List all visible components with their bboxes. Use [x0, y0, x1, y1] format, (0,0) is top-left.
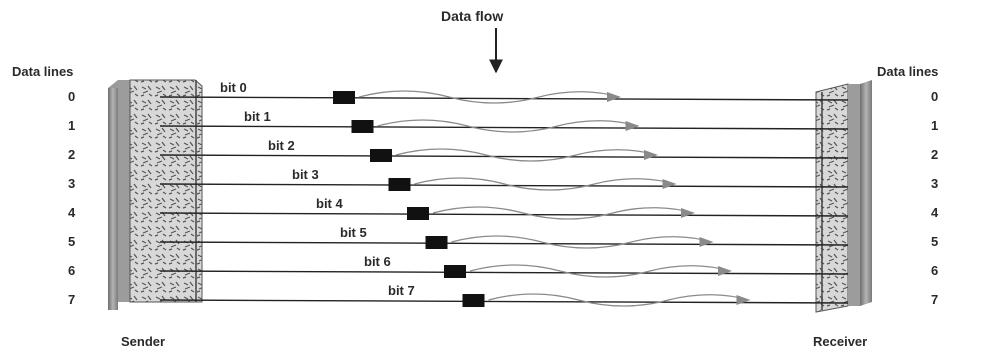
data-line	[159, 241, 849, 246]
flow-wave	[469, 264, 731, 278]
data-line	[159, 154, 849, 159]
right-line-number: 1	[931, 118, 939, 133]
flow-arrowhead	[699, 237, 714, 247]
left-line-number: 0	[68, 89, 76, 104]
receiver-plate	[815, 80, 872, 313]
left-line-number: 6	[68, 263, 76, 278]
flow-wave	[395, 148, 657, 162]
data-flow-title: Data flow	[441, 8, 504, 24]
flow-arrowhead	[625, 121, 640, 131]
bit-block	[333, 91, 355, 104]
left-line-number: 3	[68, 176, 76, 191]
bit-block	[444, 265, 466, 278]
left-data-lines-label: Data lines	[12, 64, 74, 79]
left-line-number: 7	[68, 292, 76, 307]
bit-block	[388, 178, 411, 191]
bit-label: bit 5	[340, 225, 367, 240]
flow-arrowhead	[662, 179, 677, 189]
data-line	[159, 299, 849, 304]
flow-arrowhead	[607, 92, 621, 102]
bit-block	[351, 120, 374, 133]
left-line-number: 4	[68, 205, 76, 220]
right-line-number: 6	[931, 263, 939, 278]
bit-label: bit 3	[292, 167, 319, 182]
data-line	[159, 270, 849, 275]
right-line-number: 0	[931, 89, 939, 104]
flow-wave	[377, 119, 638, 133]
data-line	[159, 96, 849, 101]
right-data-lines-label: Data lines	[877, 64, 939, 79]
right-line-number: 4	[931, 205, 939, 220]
right-line-number: 3	[931, 176, 939, 191]
sender-plate	[108, 79, 203, 310]
bit-label: bit 1	[244, 109, 271, 124]
sender-label: Sender	[121, 334, 166, 349]
flow-arrowhead	[718, 266, 732, 276]
data-line	[159, 183, 849, 188]
left-line-number: 2	[68, 147, 76, 162]
flow-wave	[358, 90, 620, 104]
bit-label: bit 0	[220, 80, 247, 95]
right-line-number: 2	[931, 147, 939, 162]
right-line-number: 7	[931, 292, 939, 307]
flow-arrowhead	[681, 208, 695, 218]
flow-wave	[414, 177, 675, 191]
flow-arrowhead	[644, 150, 658, 160]
bit-block	[462, 294, 485, 307]
flow-wave	[451, 235, 712, 249]
flow-wave	[488, 293, 749, 307]
left-line-number: 1	[68, 118, 76, 133]
flow-arrowhead	[736, 295, 751, 305]
data-line	[159, 125, 849, 130]
right-line-number: 5	[931, 234, 939, 249]
flow-wave	[432, 206, 694, 220]
bit-block	[425, 236, 448, 249]
receiver-label: Receiver	[813, 334, 868, 349]
bit-block	[407, 207, 429, 220]
bit-label: bit 6	[364, 254, 391, 269]
data-lines-group	[159, 90, 849, 307]
bit-label: bit 4	[316, 196, 343, 211]
left-line-number: 5	[68, 234, 76, 249]
bit-block	[370, 149, 392, 162]
bit-label: bit 7	[388, 283, 415, 298]
bit-label: bit 2	[268, 138, 295, 153]
data-line	[159, 212, 849, 217]
